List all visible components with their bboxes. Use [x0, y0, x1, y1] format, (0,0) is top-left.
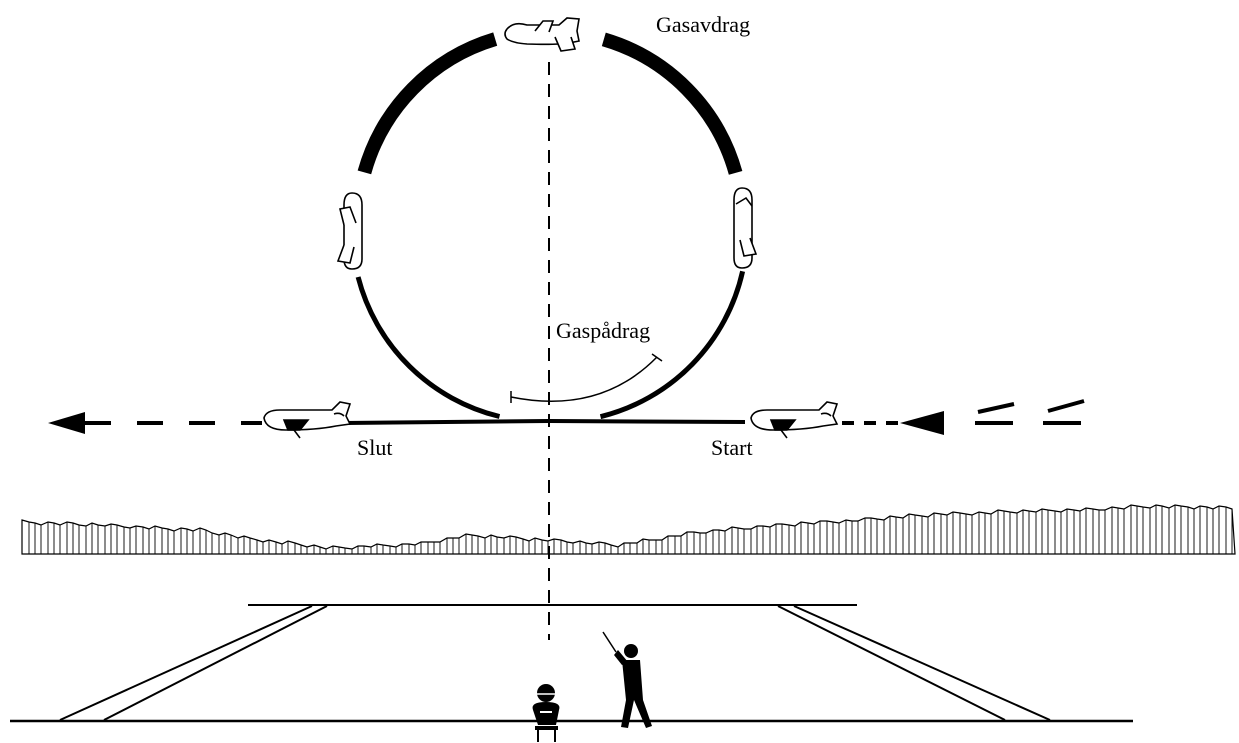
wind-mark-2	[1047, 399, 1085, 413]
throttle-off-label: Gasavdrag	[656, 12, 750, 37]
loop-arc-right-thin	[599, 270, 746, 420]
runway-left-edge-inner	[103, 605, 328, 721]
loop-arc-left-thin	[355, 276, 501, 419]
loop-arc-top-left-thick	[357, 32, 498, 175]
judge-icon	[532, 684, 560, 742]
start-label: Start	[711, 435, 753, 460]
runway	[10, 604, 1133, 723]
entry-arrowhead	[900, 411, 944, 435]
airplane-left-icon	[336, 192, 363, 270]
exit-arrowhead	[48, 412, 85, 434]
airplane-entry-icon	[750, 401, 839, 439]
pilot-icon	[602, 631, 652, 728]
flight-line-left-solid	[344, 419, 550, 425]
airplane-top-icon	[504, 17, 580, 52]
flight-line-right-solid	[548, 419, 746, 424]
throttle-arc	[510, 353, 663, 403]
loop-path	[355, 32, 746, 420]
loop-arc-top-right-thick	[601, 32, 743, 175]
airplane-right-icon	[733, 187, 758, 269]
wind-mark-1	[977, 402, 1015, 414]
end-label: Slut	[357, 435, 392, 460]
runway-right-edge-outer	[793, 605, 1051, 721]
flight-line	[48, 399, 1088, 435]
throttle-on-label: Gaspådrag	[556, 318, 650, 343]
tree-line	[21, 504, 1236, 555]
runway-right-edge-inner	[777, 605, 1006, 721]
airplane-exit-icon	[263, 401, 352, 439]
runway-left-edge-outer	[59, 605, 313, 721]
